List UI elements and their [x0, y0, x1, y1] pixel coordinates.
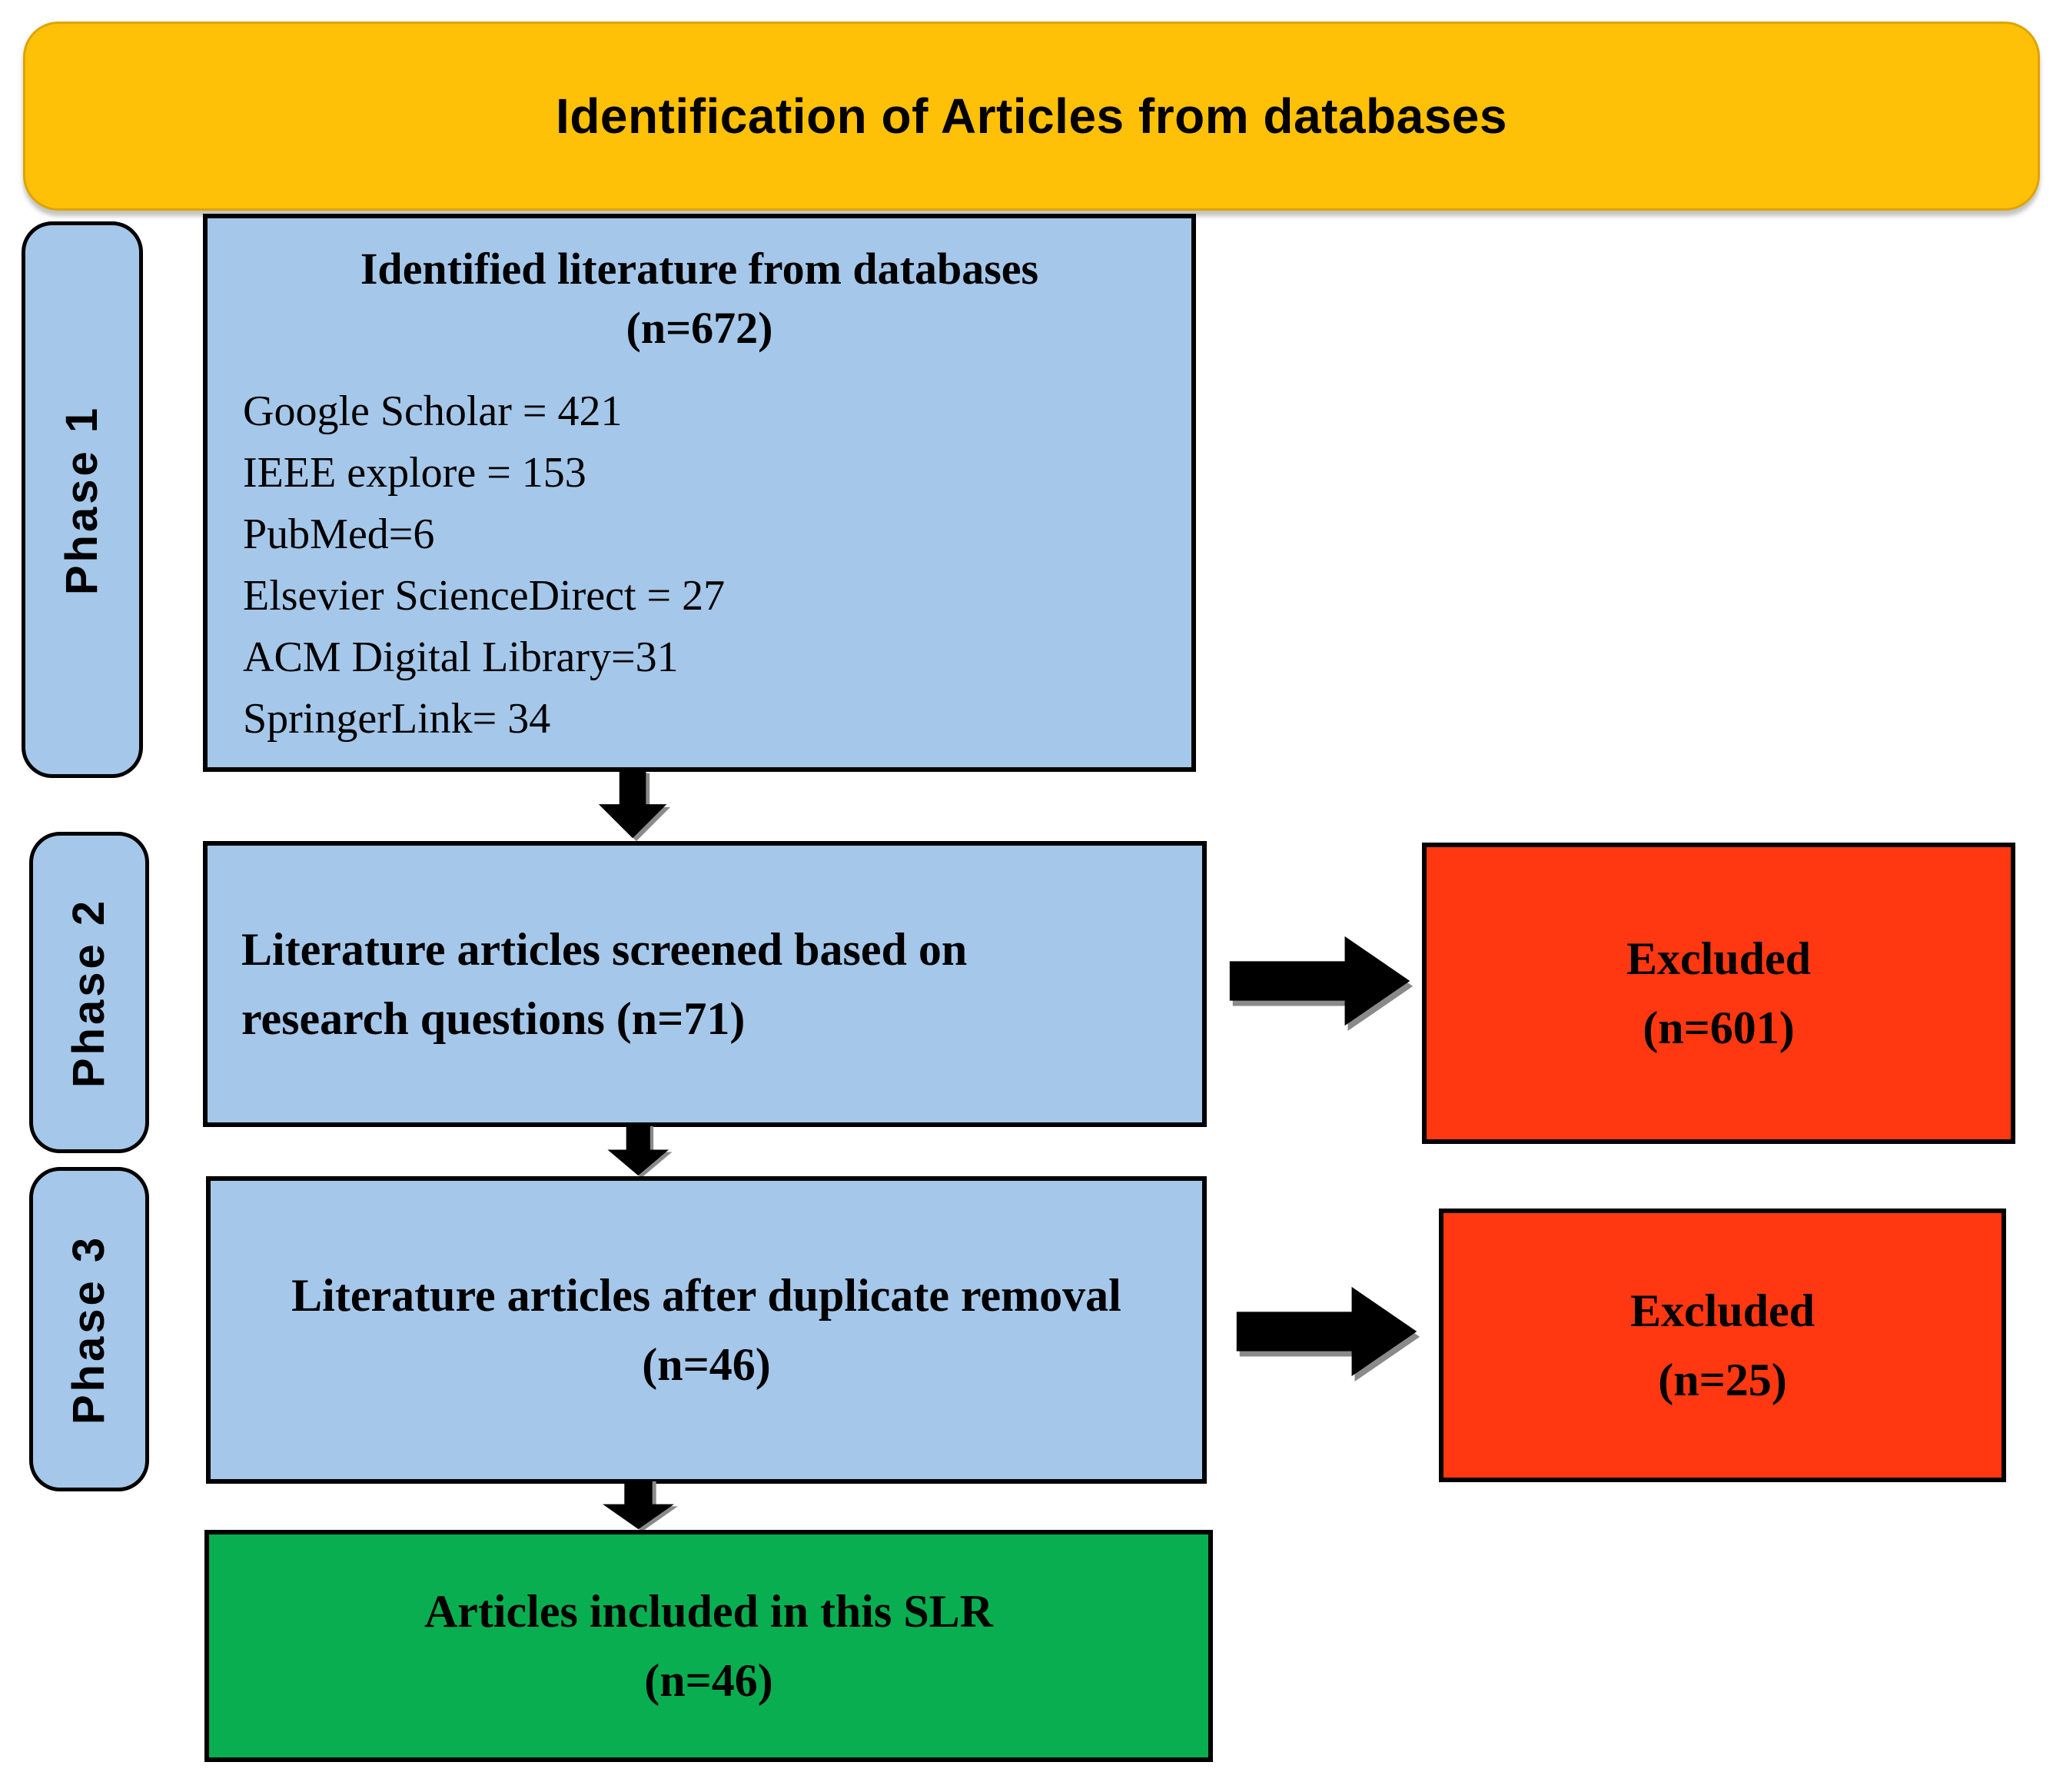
source-pubmed: PubMed=6 [243, 510, 435, 559]
phase-2-pill: Phase 2 [29, 832, 149, 1153]
identified-literature-box: Identified literature from databases (n=… [203, 214, 1196, 772]
excluded-duplicates-line2: (n=25) [1658, 1355, 1787, 1405]
database-source-list: Google Scholar = 421 IEEE explore = 153 … [226, 381, 1173, 750]
right-arrow-icon [1236, 1286, 1420, 1382]
duplicate-removal-box: Literature articles after duplicate remo… [206, 1176, 1207, 1484]
down-arrow-icon [603, 1479, 678, 1531]
identified-title-line2: (n=672) [626, 302, 773, 353]
duplicate-removal-line2: (n=46) [642, 1339, 771, 1390]
excluded-screening-line1: Excluded [1626, 933, 1812, 984]
source-acm: ACM Digital Library=31 [243, 633, 679, 682]
excluded-duplicates-box: Excluded (n=25) [1439, 1209, 2006, 1482]
right-arrow-icon [1229, 936, 1414, 1032]
excluded-screening-line2: (n=601) [1643, 1002, 1795, 1053]
identified-box-title: Identified literature from databases (n=… [226, 240, 1173, 357]
phase-1-label: Phase 1 [57, 404, 108, 595]
included-line1: Articles included in this SLR [424, 1586, 994, 1637]
source-google-scholar: Google Scholar = 421 [243, 387, 623, 436]
phase-1-pill: Phase 1 [22, 221, 143, 778]
down-arrow-icon [598, 770, 671, 842]
source-ieee-explore: IEEE explore = 153 [243, 449, 586, 497]
phase-3-label: Phase 3 [64, 1234, 115, 1425]
source-sciencedirect: Elsevier ScienceDirect = 27 [243, 572, 726, 620]
included-line2: (n=46) [644, 1655, 773, 1706]
banner-title: Identification of Articles from database… [556, 88, 1507, 144]
screened-line2: research questions (n=71) [241, 993, 746, 1044]
banner: Identification of Articles from database… [23, 22, 2040, 211]
down-arrow-icon [607, 1124, 673, 1178]
identified-title-line1: Identified literature from databases [360, 244, 1039, 294]
excluded-duplicates-line1: Excluded [1629, 1285, 1816, 1336]
screened-articles-box: Literature articles screened based on re… [203, 841, 1207, 1127]
phase-3-pill: Phase 3 [29, 1167, 149, 1491]
phase-2-label: Phase 2 [64, 897, 115, 1088]
screened-line1: Literature articles screened based on [241, 924, 968, 975]
included-articles-box: Articles included in this SLR (n=46) [204, 1530, 1213, 1762]
source-springerlink: SpringerLink= 34 [243, 695, 551, 743]
duplicate-removal-line1: Literature articles after duplicate remo… [291, 1270, 1121, 1321]
excluded-screening-box: Excluded (n=601) [1422, 843, 2015, 1144]
